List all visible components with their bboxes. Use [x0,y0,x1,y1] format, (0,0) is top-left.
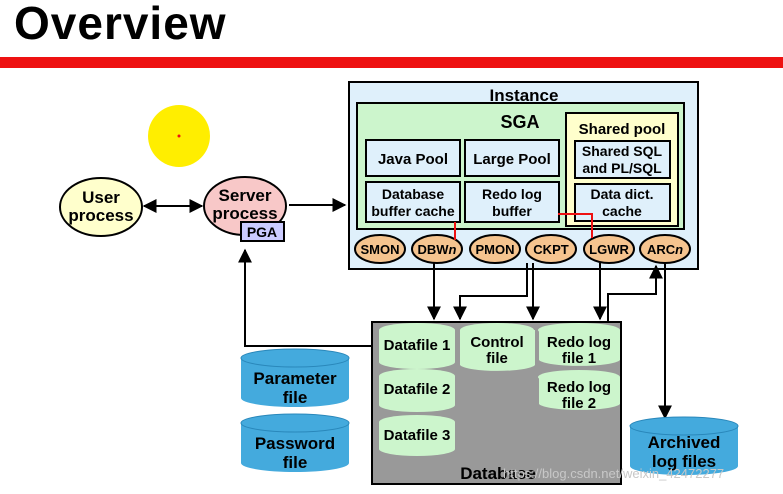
dbwn-process [411,234,463,264]
lgwr-label: LGWR [589,242,629,257]
shared-pool-label: Shared pool [579,121,666,138]
datafile3-cylinder [379,415,455,456]
parameter-file-cylinder [240,348,350,407]
large-pool-box [464,139,560,177]
pmon-label: PMON [476,242,515,257]
database-buffer-cache-label-line1: Database [382,186,444,202]
ckpt-datafile-arrow [453,263,528,321]
password-file-label-line1: Password [255,434,335,453]
password-file-label-line2: file [283,453,308,472]
ckpt-label: CKPT [533,242,568,257]
data-dict-label-line2: cache [602,203,642,219]
data-dict-label-line1: Data dict. [590,186,653,202]
pga-label: PGA [247,224,277,240]
control-file-label-line2: file [486,350,508,367]
database-buffer-cache-box [365,181,461,223]
smon-process [354,234,406,264]
archived-log-files-cylinder [629,416,739,475]
redo-log-file1-label-line1: Redo log [547,334,611,351]
sga-label: SGA [500,112,539,132]
large-pool-label: Large Pool [473,151,551,168]
ckpt-process [525,234,577,264]
datafile1-label: Datafile 1 [384,337,451,354]
user-process-label-line1: User [82,188,120,207]
archived-log-files-label-line2: log files [652,452,716,471]
instance-label: Instance [490,86,559,105]
java-pool-label: Java Pool [378,151,448,168]
shared-sql-box [574,140,671,179]
datafile-server-arrow [238,248,378,347]
redo-log-file2-label-line2: file 2 [562,395,596,412]
redo-log-file1-label-line2: file 1 [562,350,596,367]
password-file-cylinder [240,413,350,472]
datafile2-cylinder [379,369,455,412]
redo-log-file2-label-line1: Redo log [547,379,611,396]
control-file-label-line1: Control [470,334,523,351]
server-process-label-line2: process [212,204,277,223]
datafile3-label: Datafile 3 [384,427,451,444]
datafile1-cylinder [379,323,455,369]
java-pool-box [365,139,461,177]
pga-box [240,221,285,242]
dbwn-label: DBWn [418,242,457,257]
redo-log-buffer-box [464,181,560,223]
title-underline-bar [0,57,783,68]
archived-log-files-label-line1: Archived [648,433,721,452]
arcn-label: ARCn [647,242,683,257]
smon-label: SMON [361,242,400,257]
page-title: Overview [14,0,227,49]
redo-arcn-arrow [607,264,663,322]
user-process [59,177,143,237]
shared-sql-label-line1: Shared SQL [582,143,663,159]
datafile2-label: Datafile 2 [384,381,451,398]
user-process-label-line2: process [68,206,133,225]
watermark-text: https://blog.csdn.net/weixin_42472277 [503,466,725,481]
redo-log-buffer-label-line2: buffer [492,203,532,219]
shared-sql-label-line2: and PL/SQL [582,160,662,176]
control-file-cylinder [460,323,535,371]
parameter-file-label-line1: Parameter [253,369,337,388]
redo-log-buffer-label-line1: Redo log [482,186,542,202]
lgwr-process [583,234,635,264]
database-label: Database [460,464,536,483]
database-buffer-cache-label-line2: buffer cache [371,203,454,219]
parameter-file-label-line2: file [283,388,308,407]
redo-log-file1-cylinder [538,323,620,366]
server-process-label-line1: Server [219,186,272,205]
lgwr-redo-buffer-link [558,213,593,238]
pmon-process [469,234,521,264]
redo-log-file2-cylinder [538,370,620,410]
